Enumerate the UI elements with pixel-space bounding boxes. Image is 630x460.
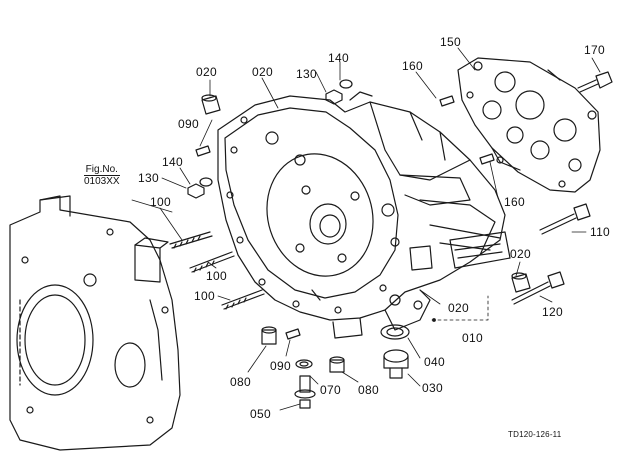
engine-block-reference <box>9 195 181 451</box>
callout-160: 160 <box>402 59 423 73</box>
callout-100: 100 <box>206 269 227 283</box>
leader-lines <box>131 47 601 411</box>
callout-130: 130 <box>138 171 159 185</box>
callout-100: 100 <box>194 289 215 303</box>
callout-030: 030 <box>422 381 443 395</box>
nuts-washers <box>187 79 353 199</box>
breather-assembly <box>294 359 316 409</box>
callout-080: 080 <box>358 383 379 397</box>
cover-plate <box>457 57 601 193</box>
seal-and-plug <box>380 324 410 379</box>
callout-120: 120 <box>542 305 563 319</box>
callout-070: 070 <box>320 383 341 397</box>
callout-100: 100 <box>150 195 171 209</box>
callout-160: 160 <box>504 195 525 209</box>
callout-140: 140 <box>328 51 349 65</box>
bolts-110-120 <box>511 203 591 305</box>
figure-reference-number: 0103XX <box>84 175 120 187</box>
drawing-code: TD120-126-11 <box>508 430 562 439</box>
bushings-020 <box>201 94 531 293</box>
callout-020: 020 <box>448 301 469 315</box>
callout-150: 150 <box>440 35 461 49</box>
callout-090: 090 <box>178 117 199 131</box>
plugs-080 <box>261 326 345 373</box>
bolt-170 <box>577 71 613 93</box>
clutch-housing <box>217 91 511 339</box>
stud-bolts-100 <box>169 231 265 310</box>
dowel-pins <box>195 95 495 340</box>
callout-020: 020 <box>252 65 273 79</box>
figure-reference-title: Fig.No. <box>85 164 118 175</box>
callout-110: 110 <box>590 225 611 239</box>
callout-020: 020 <box>510 247 531 261</box>
callout-140: 140 <box>162 155 183 169</box>
callout-010: 010 <box>462 331 483 345</box>
figure-reference: Fig.No. 0103XX <box>84 164 120 187</box>
callout-090: 090 <box>270 359 291 373</box>
callout-020: 020 <box>196 65 217 79</box>
callout-170: 170 <box>584 43 605 57</box>
callout-080: 080 <box>230 375 251 389</box>
callout-040: 040 <box>424 355 445 369</box>
callout-050: 050 <box>250 407 271 421</box>
callout-130: 130 <box>296 67 317 81</box>
